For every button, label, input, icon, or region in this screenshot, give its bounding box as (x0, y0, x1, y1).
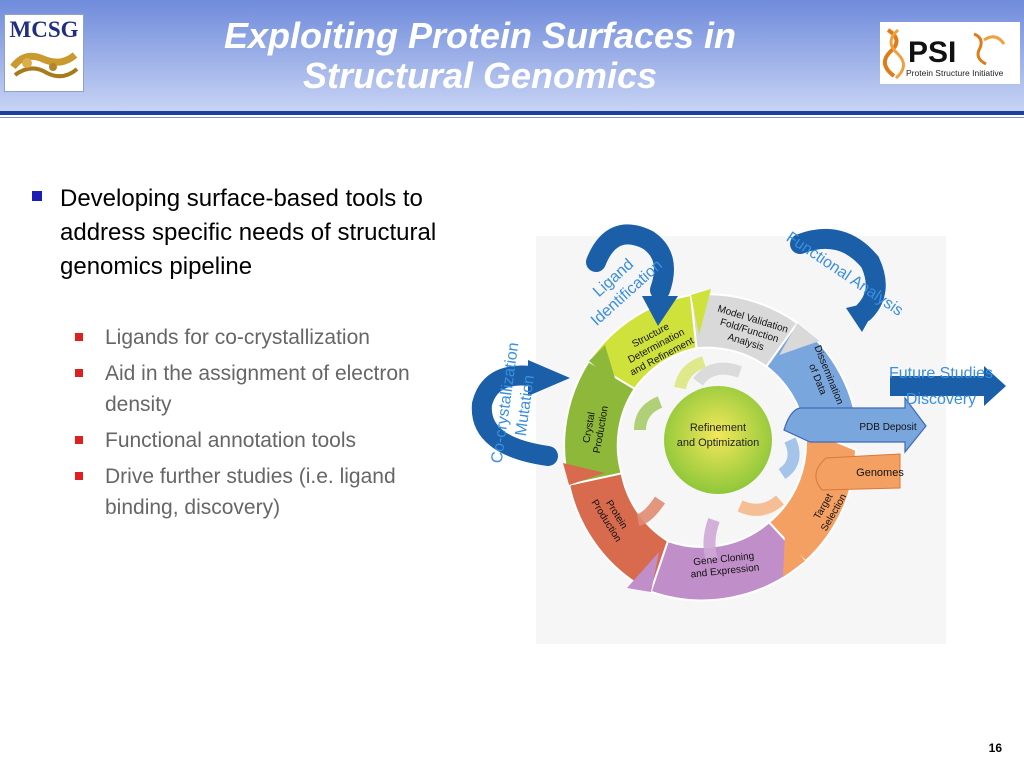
sub-bullet: Ligands for co-crystallization (28, 322, 438, 353)
inner-arrow-icon (737, 495, 784, 516)
segment-label: Gene Cloningand Expression (689, 550, 760, 580)
center-label-2: and Optimization (677, 437, 760, 449)
sub-bullet-text: Aid in the assignment of electron densit… (105, 362, 410, 416)
inner-arrow-icon (778, 437, 800, 479)
sub-bullet: Drive further studies (i.e. ligand bindi… (28, 461, 438, 523)
psi-logo: PSI Protein Structure Initiative (880, 22, 1020, 84)
bullet-square-icon (32, 191, 42, 201)
slide-header (0, 0, 1024, 112)
sub-bullet-square-icon (75, 369, 83, 377)
ligand-feedback-arrow-icon (586, 224, 674, 300)
pdb-deposit-label: PDB Deposit (859, 422, 916, 433)
mcsg-logo-text: MCSG (9, 17, 79, 42)
sub-bullet: Functional annotation tools (28, 425, 438, 456)
psi-logo-caption: Protein Structure Initiative (906, 68, 1004, 78)
sub-bullet-list: Ligands for co-crystallization Aid in th… (28, 322, 438, 523)
sub-bullet-square-icon (75, 472, 83, 480)
inner-arrow-icon (693, 362, 743, 386)
pipeline-arrow-tip-icon (563, 463, 605, 485)
future-studies-arrow-icon (890, 366, 1006, 406)
bullet-list: Developing surface-based tools to addres… (28, 182, 438, 528)
inner-arrow-icon (703, 517, 720, 562)
sub-bullet-text: Functional annotation tools (105, 429, 357, 452)
arrowhead-icon (846, 300, 880, 332)
annotation-future-1: Future Studies (889, 365, 993, 382)
genomes-arrow-icon (815, 453, 901, 491)
center-circle (664, 386, 772, 494)
slide-title: Exploiting Protein Surfaces in Structura… (150, 16, 810, 96)
main-bullet: Developing surface-based tools to addres… (28, 182, 438, 284)
center-label-1: Refinement (690, 422, 746, 434)
functional-feedback-arrow-icon (790, 228, 886, 322)
cocrystal-feedback-arrow-icon (471, 365, 558, 466)
segment-structure-determination (587, 293, 698, 391)
pipeline-arrow-tip-icon (783, 533, 805, 577)
pipeline-arrow-tip-icon (627, 552, 659, 592)
pipeline-arrow-tip-icon (589, 345, 617, 385)
psi-logo-mark: PSI (908, 36, 956, 69)
inner-arrow-icon (636, 496, 665, 526)
pipeline-arrow-tip-icon (691, 289, 711, 335)
inner-arrows (634, 356, 800, 562)
header-divider-thin (0, 117, 1024, 118)
pipeline-diagram: Refinement and Optimization Model Valida… (471, 224, 1006, 644)
genomes-label: Genomes (856, 467, 904, 479)
header-divider (0, 111, 1024, 115)
sub-bullet-square-icon (75, 333, 83, 341)
sub-bullet: Aid in the assignment of electron densit… (28, 358, 438, 420)
mcsg-logo: MCSG (4, 14, 84, 92)
segment-label: TargetSelection (809, 486, 849, 533)
page-number: 16 (988, 741, 1002, 755)
title-line-2: Structural Genomics (302, 55, 658, 96)
title-line-1: Exploiting Protein Surfaces in (223, 15, 737, 56)
sub-bullet-text: Drive further studies (i.e. ligand bindi… (105, 465, 396, 519)
inner-arrow-icon (674, 356, 707, 390)
inner-arrow-icon (634, 396, 663, 431)
pdb-deposit-arrow-icon (783, 396, 927, 454)
psi-logo-graphic: PSI Protein Structure Initiative (882, 28, 1006, 80)
pipeline-arrow-tip-icon (779, 323, 820, 355)
sub-bullet-square-icon (75, 436, 83, 444)
mcsg-logo-graphic (10, 52, 79, 79)
sub-bullet-text: Ligands for co-crystallization (105, 326, 370, 349)
arrowhead-icon (528, 360, 570, 396)
main-bullet-text: Developing surface-based tools to addres… (60, 185, 437, 280)
arrowhead-icon (642, 296, 678, 326)
annotation-future-2: Discovery (906, 391, 976, 408)
